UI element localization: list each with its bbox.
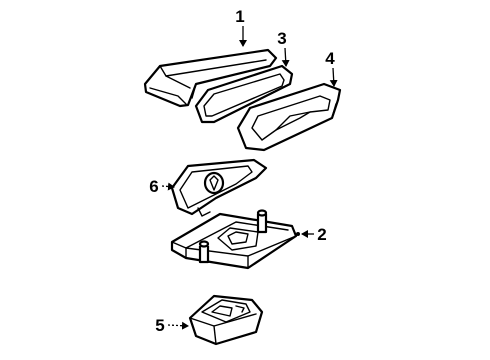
callout-4: 4 <box>325 49 338 87</box>
callout-4-label: 4 <box>325 49 335 68</box>
callout-3-label: 3 <box>277 29 286 48</box>
part-1-housing-cover <box>143 48 278 108</box>
callout-4-leader <box>329 67 338 87</box>
callout-1-label: 1 <box>235 7 244 26</box>
part-3-gasket <box>194 64 294 124</box>
callout-5-leader <box>167 321 189 330</box>
callout-5-label: 5 <box>155 316 164 335</box>
part-6-reflector-plate <box>170 158 268 217</box>
callout-6-label: 6 <box>149 177 158 196</box>
callout-5: 5 <box>155 316 189 335</box>
callout-2: 2 <box>301 225 327 244</box>
callout-1: 1 <box>235 7 247 47</box>
part-5-socket-block <box>188 294 264 346</box>
part-4-lens-assembly <box>236 82 342 152</box>
callout-3-leader <box>281 47 290 67</box>
callout-3: 3 <box>277 29 290 67</box>
part-2-base-bracket <box>170 209 300 270</box>
callout-6: 6 <box>149 177 175 196</box>
callout-2-label: 2 <box>317 225 326 244</box>
